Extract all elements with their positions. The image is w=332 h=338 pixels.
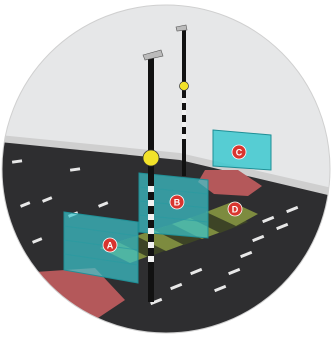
marker-d-label: D	[232, 205, 239, 215]
marker-c: C	[231, 144, 247, 160]
marker-b: B	[169, 194, 185, 210]
marker-d: D	[227, 201, 243, 217]
marker-c-label: C	[236, 148, 243, 158]
near-lamp-pole	[142, 49, 164, 302]
marker-a: A	[102, 237, 118, 253]
marker-a-label: A	[107, 241, 114, 251]
far-beacon-icon	[179, 81, 189, 91]
lane-markings	[11, 159, 299, 306]
near-beacon-icon	[142, 149, 160, 167]
red-pavement-far	[198, 170, 262, 196]
viewport-border	[1, 4, 331, 334]
far-lamp-pole	[175, 24, 189, 176]
marker-b-label: B	[174, 198, 181, 208]
panel-a	[63, 211, 139, 284]
